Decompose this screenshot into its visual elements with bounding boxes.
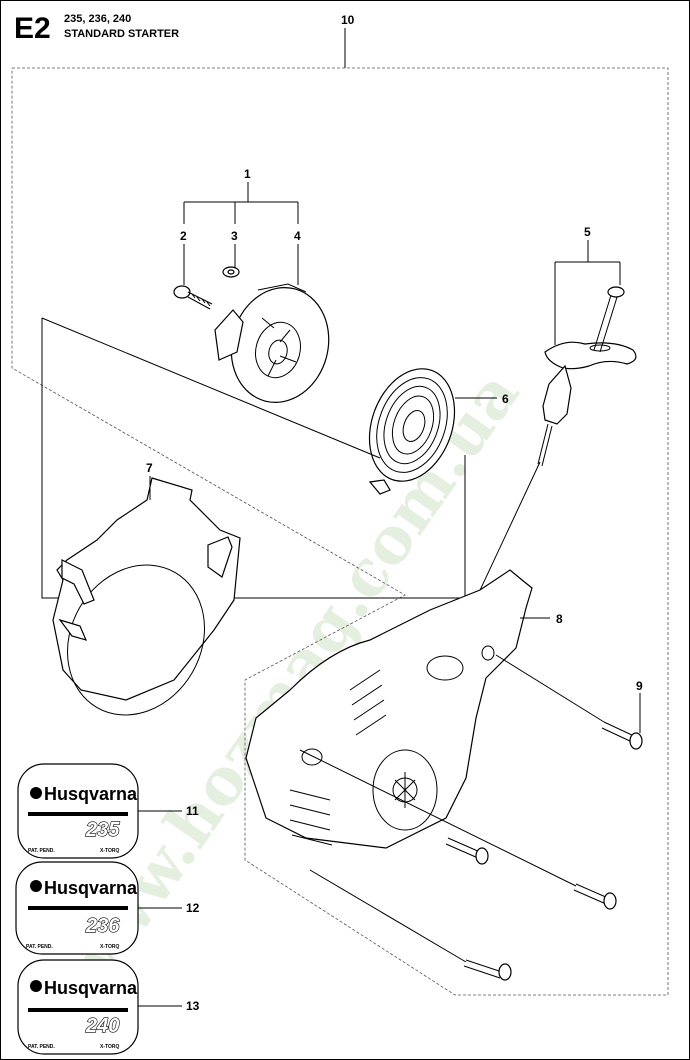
decal-brand: Husqvarna xyxy=(44,978,138,998)
starter-pulley-4 xyxy=(214,283,330,403)
callout-3: 3 xyxy=(231,229,238,243)
washer-3 xyxy=(222,266,240,278)
decal-model: 236 xyxy=(85,915,120,937)
callout-4: 4 xyxy=(294,229,301,243)
decal-pat: PAT. PEND. xyxy=(26,944,53,950)
decal-model: 235 xyxy=(85,819,120,841)
screw-c xyxy=(463,959,512,981)
callout-11: 11 xyxy=(186,804,199,818)
assembly-outline xyxy=(11,67,669,996)
callout-10: 10 xyxy=(341,13,355,27)
decal-brand: Husqvarna xyxy=(44,784,138,804)
model-list: 235, 236, 240 xyxy=(64,13,132,25)
starter-housing-8 xyxy=(245,569,533,849)
section-code: E2 xyxy=(14,12,51,45)
decal-12: Husqvarna 236 PAT. PEND. X-TORQ xyxy=(15,861,139,955)
screw-9 xyxy=(601,721,643,750)
callout-8: 8 xyxy=(556,612,563,626)
leader-9-axis xyxy=(495,654,605,723)
callout-12: 12 xyxy=(186,901,200,915)
fan-guard-7 xyxy=(52,477,241,716)
starter-handle-5 xyxy=(437,286,637,681)
leader-group-1 xyxy=(183,182,299,285)
screw-a xyxy=(445,837,489,865)
axis-line-b xyxy=(299,749,577,887)
decal-model: 240 xyxy=(85,1015,119,1037)
callout-6: 6 xyxy=(502,392,509,406)
callout-2: 2 xyxy=(180,229,187,243)
husqvarna-logo-icon xyxy=(30,980,42,992)
decal-pat: PAT. PEND. xyxy=(28,1044,55,1050)
decal-tag: X-TORQ xyxy=(100,944,119,950)
decal-tag: X-TORQ xyxy=(100,848,119,854)
diagram-title: STANDARD STARTER xyxy=(64,28,180,40)
screw-b xyxy=(573,883,617,910)
callout-9: 9 xyxy=(636,679,643,693)
decal-brand: Husqvarna xyxy=(44,878,138,898)
callout-1: 1 xyxy=(244,167,251,181)
recoil-spring-6 xyxy=(368,368,456,495)
callout-13: 13 xyxy=(186,999,200,1013)
decal-tag: X-TORQ xyxy=(100,1044,119,1050)
decal-11: Husqvarna 235 PAT. PEND. X-TORQ xyxy=(17,763,139,859)
decal-13: Husqvarna 240 PAT. PEND. X-TORQ xyxy=(17,959,139,1055)
husqvarna-logo-icon xyxy=(30,880,42,892)
callout-5: 5 xyxy=(584,225,591,239)
screw-2 xyxy=(173,285,213,310)
leader-group-5 xyxy=(554,240,621,345)
decal-pat: PAT. PEND. xyxy=(28,848,55,854)
axis-line-c xyxy=(309,869,467,963)
callout-7: 7 xyxy=(146,461,153,475)
husqvarna-logo-icon xyxy=(30,787,42,799)
box-outline-7 xyxy=(41,317,466,599)
